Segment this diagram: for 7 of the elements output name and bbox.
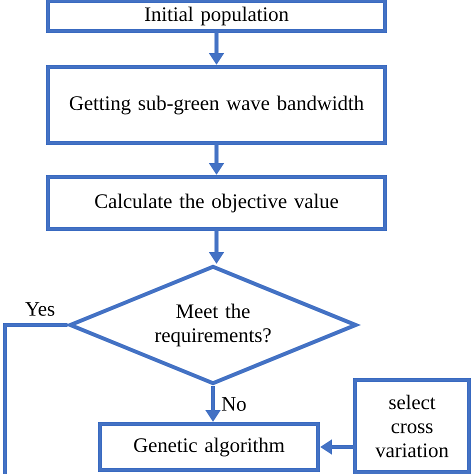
- process-box: Calculate the objective value: [46, 175, 387, 231]
- process-box: Initial population: [46, 0, 387, 33]
- process-box: Getting sub-green wave bandwidth: [46, 65, 387, 145]
- edge-label: Yes: [25, 302, 54, 316]
- process-box: Genetic algorithm: [98, 422, 320, 472]
- edge-label: No: [222, 397, 246, 411]
- process-box: select cross variation: [353, 378, 471, 474]
